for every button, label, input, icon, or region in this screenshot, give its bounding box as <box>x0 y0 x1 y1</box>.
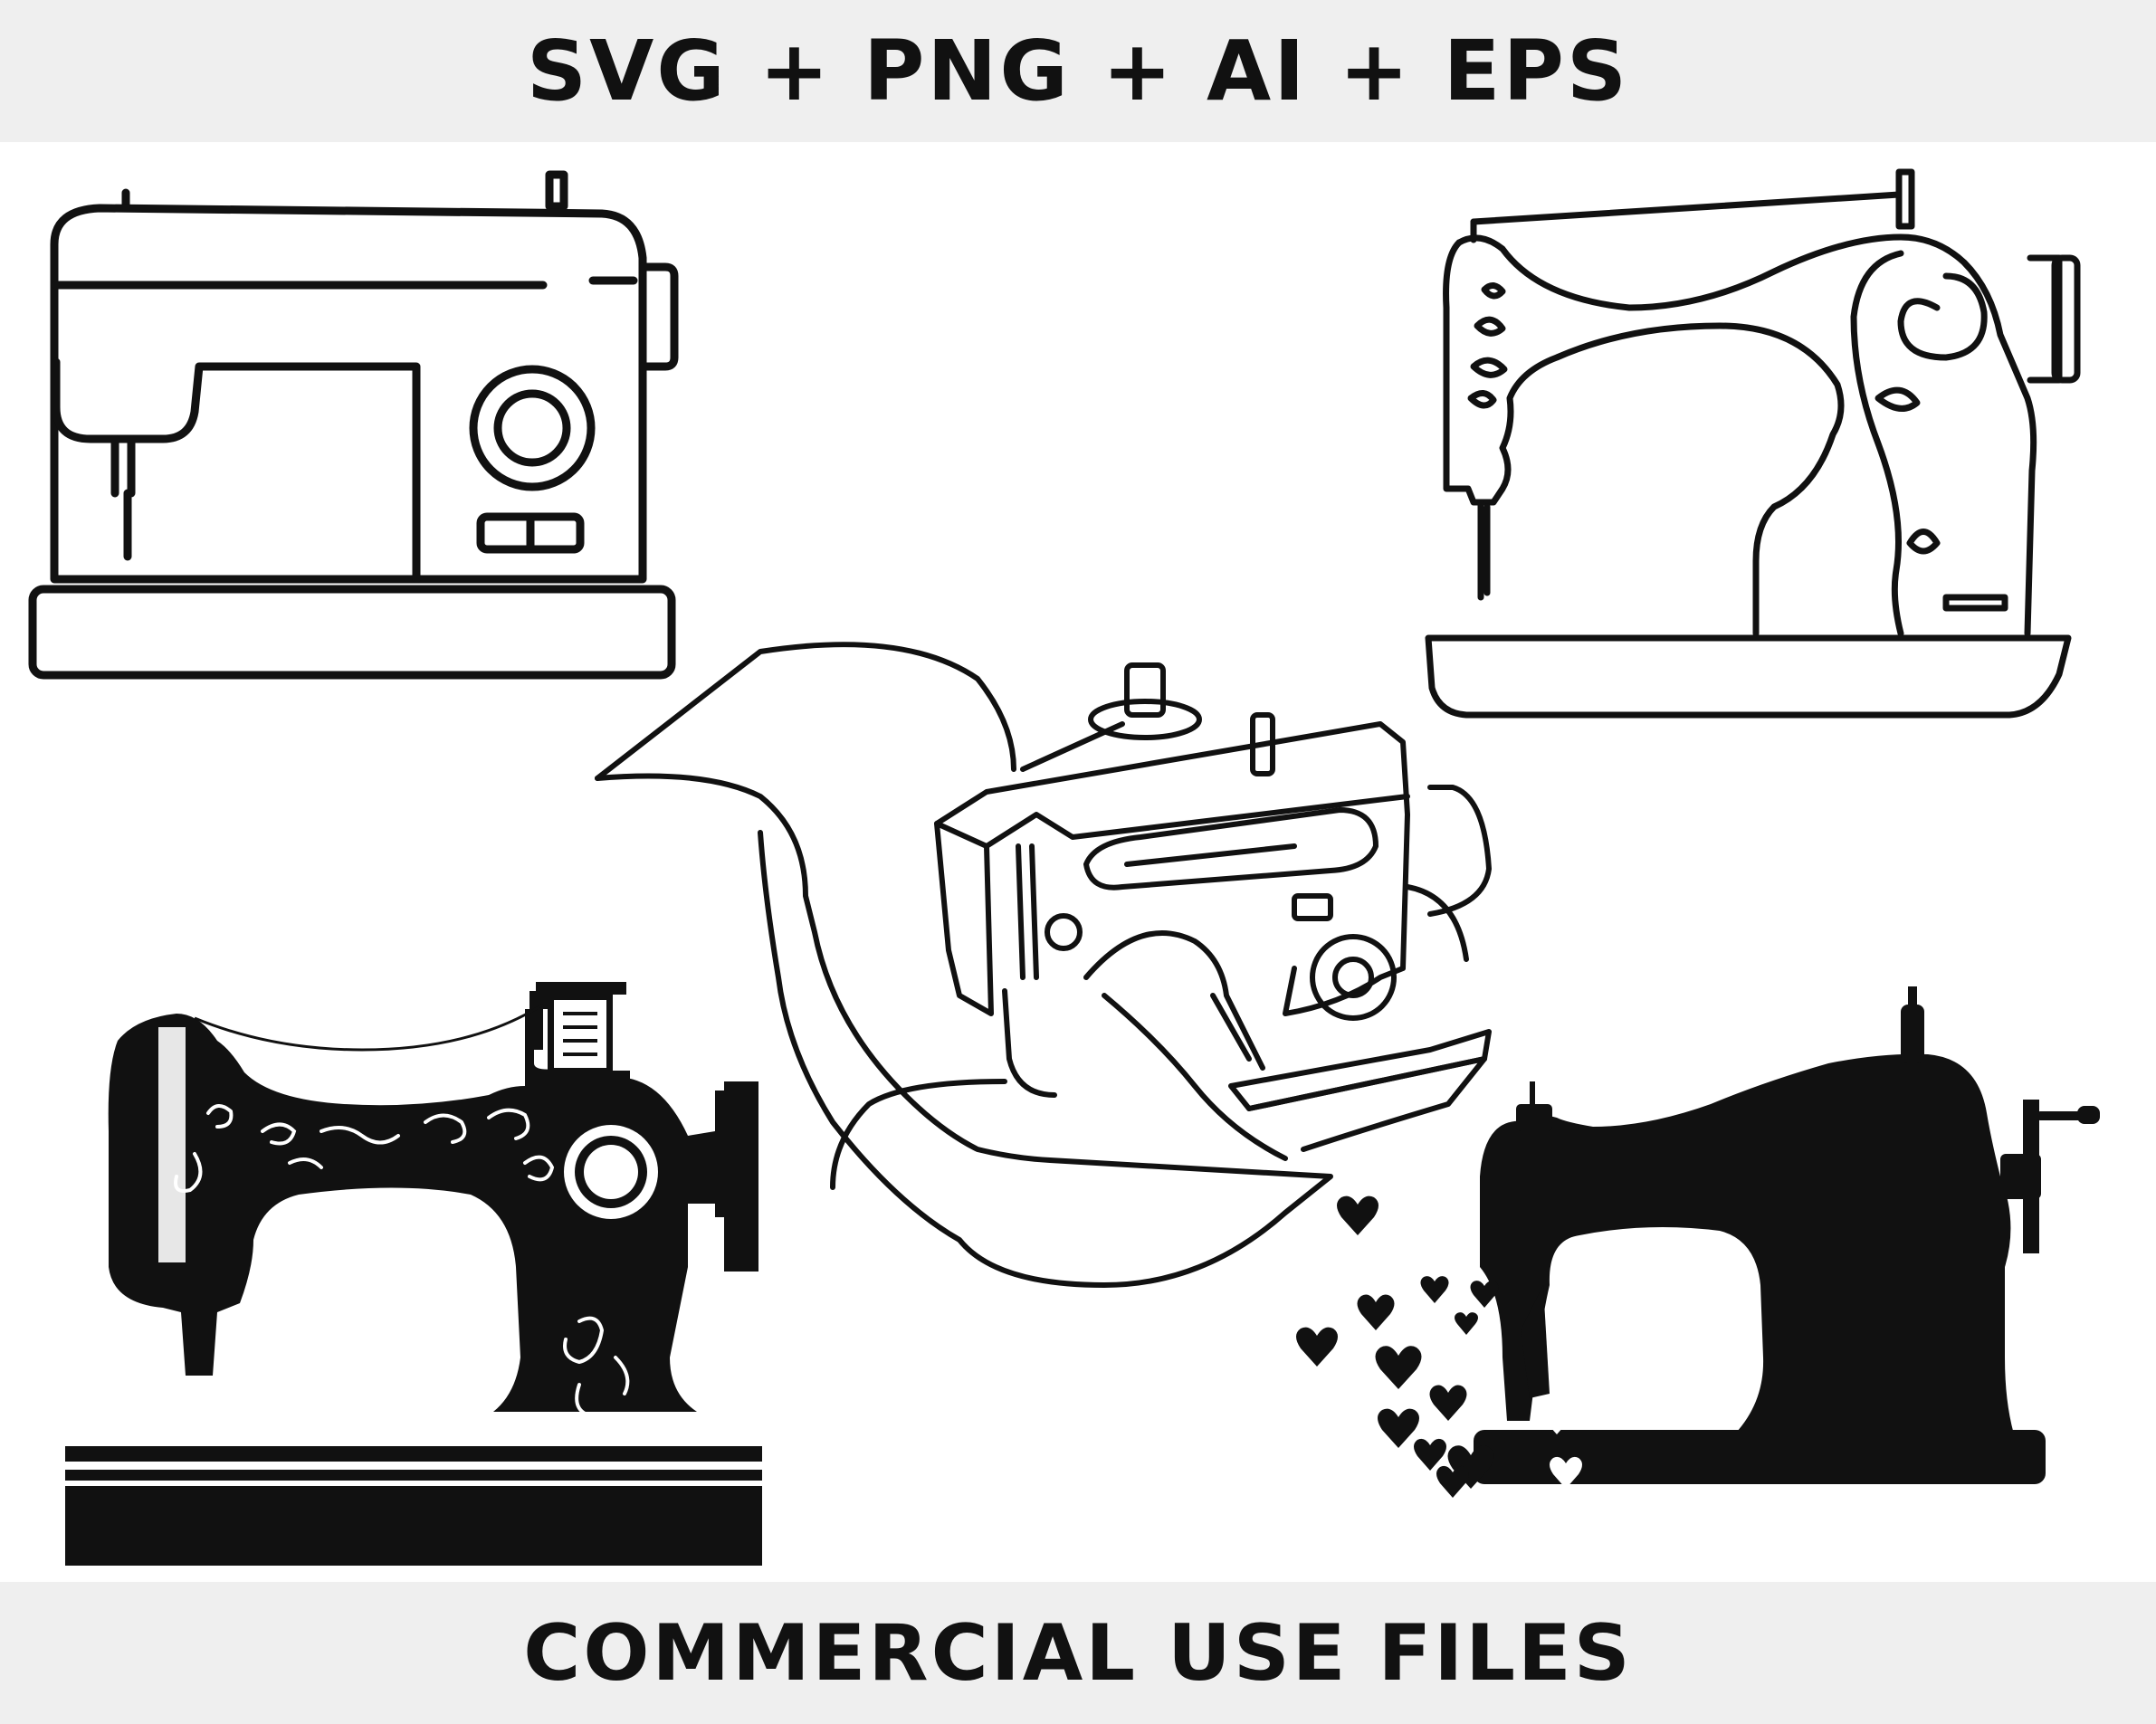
formats-header-text: SVG + PNG + AI + EPS <box>526 23 1630 119</box>
sewing-machine-with-fabric-outline-icon <box>595 642 1492 1288</box>
formats-header-band: SVG + PNG + AI + EPS <box>0 0 2156 142</box>
hearts-decoration-icon <box>1296 1195 1582 1498</box>
license-footer-band: COMMERCIAL USE FILES <box>0 1582 2156 1724</box>
artwork-canvas <box>28 168 2100 1566</box>
vintage-sewing-machine-hearts-silhouette-icon <box>1474 986 2100 1484</box>
ornate-vintage-sewing-machine-silhouette-icon <box>65 982 762 1566</box>
modern-sewing-machine-outline-icon <box>28 170 679 680</box>
artwork-area <box>0 142 2156 1582</box>
vintage-sewing-machine-leaf-outline-icon <box>1425 168 2081 719</box>
license-footer-text: COMMERCIAL USE FILES <box>523 1607 1633 1699</box>
